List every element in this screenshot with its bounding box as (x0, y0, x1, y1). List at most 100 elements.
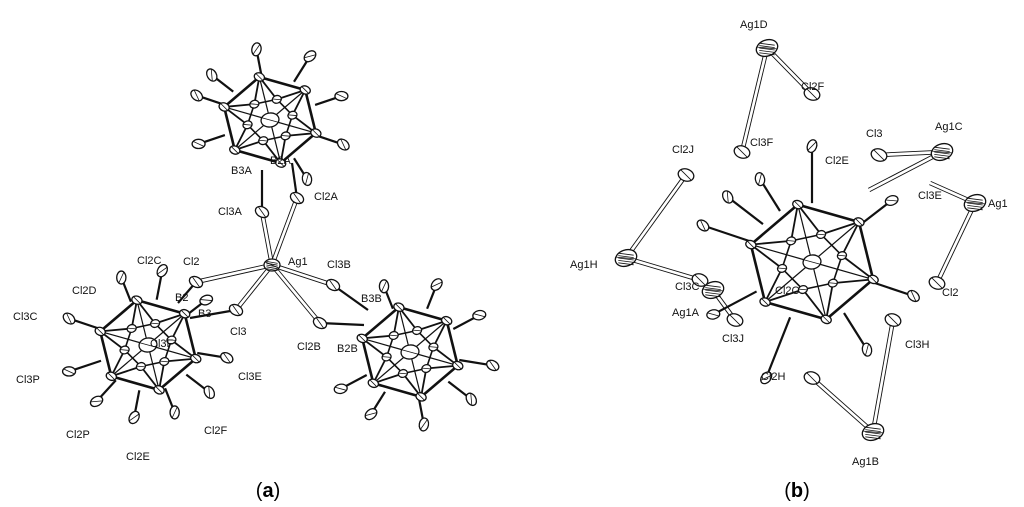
panel-a-molecular-structure: Ag1B2AB3ACl3ACl2ACl2Cl3Cl3BCl2BB3BB2BB2B… (13, 42, 500, 502)
ellipsoid-principal-axis (272, 98, 281, 101)
ellipsoid-principal-axis (305, 173, 309, 185)
cage-b-cage-edge (825, 282, 834, 320)
ellipsoid-principal-axis (258, 206, 266, 218)
ellipsoid-principal-axis (807, 141, 817, 151)
atom-label-cl2e: Cl2E (825, 155, 849, 167)
ellipsoid-hatch (759, 42, 775, 46)
cage-right-cage-edge (445, 320, 460, 366)
ellipsoid-principal-axis (281, 135, 290, 137)
cage-b-cage-edge (820, 221, 860, 236)
ellipsoid-principal-axis (293, 192, 301, 204)
ellipsoid-principal-axis (316, 317, 324, 329)
ellipsoid-hatch (967, 205, 983, 208)
ellipsoid-principal-axis (412, 329, 422, 332)
ellipsoid-hatch (934, 146, 950, 150)
ellipsoid-hatch (934, 154, 950, 157)
ellipsoid-principal-axis (806, 372, 818, 384)
cage-b-cage-edge (764, 261, 813, 303)
ellipsoid-principal-axis (210, 69, 213, 81)
cage-b-substituent-bond (765, 316, 792, 379)
ag-cl-bond (867, 150, 942, 189)
ellipsoid-principal-axis (422, 367, 431, 370)
ellipsoid-hatch (705, 292, 721, 295)
atom-label-cl3: Cl3 (230, 326, 247, 338)
ellipsoid-principal-axis (828, 282, 838, 284)
cage-right-cage-edge (372, 356, 388, 384)
cage-left-cage-edge (158, 357, 197, 391)
cl-b-bond (189, 308, 237, 320)
atom-label-ag1: Ag1 (988, 198, 1008, 210)
atom-label-cl3e: Cl3E (918, 190, 942, 202)
cage-left-cage-edge (110, 349, 126, 377)
ellipsoid-principal-axis (90, 400, 103, 403)
ellipsoid-principal-axis (869, 275, 877, 283)
ellipsoid-principal-axis (335, 93, 347, 99)
atom-label-cl2a: Cl2A (314, 191, 339, 203)
cage-b-cage-edge (797, 203, 860, 224)
cage-top-cage-edge (222, 106, 237, 151)
ellipsoid-principal-axis (680, 169, 692, 181)
cage-b-cage-edge (825, 278, 874, 321)
ag-cl-bond (270, 265, 319, 325)
atom-label-b2a: B2A (270, 155, 291, 167)
cage-b-cage-edge (764, 288, 804, 303)
ag-cl-bond (767, 46, 814, 94)
cage-b-cage-edge (797, 204, 813, 263)
ellipsoid-principal-axis (798, 288, 808, 291)
ellipsoid-principal-axis (340, 139, 347, 151)
cage-top-cage-edge (223, 75, 261, 108)
cage-b-cage-edge (750, 239, 792, 246)
ellipsoid-hatch (759, 52, 775, 56)
atom-label-ag1: Ag1 (288, 256, 308, 268)
ellipsoid-principal-axis (616, 256, 636, 260)
ag-cl-bond (196, 266, 273, 285)
panel-b-molecular-structure: Ag1DCl2FCl3FCl2JCl3Ag1CCl2ECl3EAg1Ag1HCl… (570, 19, 1008, 502)
ellipsoid-principal-axis (777, 267, 787, 270)
cage-left-cage-edge (158, 361, 166, 391)
atom-label-cl2h: Cl2H (761, 371, 786, 383)
ellipsoid-principal-axis (193, 89, 200, 101)
ag-cl-bond (234, 263, 271, 310)
cage-right-cage-edge (392, 306, 400, 336)
cage-b-substituent-bond (712, 290, 758, 316)
ellipsoid-hatch (759, 50, 775, 53)
atom-label-cl3a: Cl3A (218, 206, 243, 218)
ag-cl-bond (627, 175, 688, 260)
atom-label-cl2d: Cl2D (72, 285, 97, 297)
ellipsoid-principal-axis (431, 281, 443, 288)
ellipsoid-principal-axis (873, 149, 885, 161)
ellipsoid-principal-axis (223, 352, 231, 363)
cage-left-cage-edge (110, 375, 160, 392)
atom-label-cl2: Cl2 (942, 287, 959, 299)
ellipsoid-principal-axis (454, 362, 462, 370)
atom-label-b3a: B3A (231, 165, 252, 177)
ellipsoid-principal-axis (402, 349, 418, 355)
ellipsoid-principal-axis (160, 360, 169, 363)
ellipsoid-principal-axis (140, 342, 156, 348)
ellipsoid-principal-axis (747, 241, 755, 249)
cage-left-cage-edge (98, 331, 113, 377)
ag-cl-bond (934, 202, 974, 283)
ellipsoid-principal-axis (301, 86, 309, 94)
cage-b-cage-edge (764, 267, 783, 303)
ellipsoid-principal-axis (255, 73, 263, 81)
ellipsoid-principal-axis (473, 313, 486, 318)
ellipsoid-principal-axis (252, 44, 261, 55)
ellipsoid-principal-axis (192, 276, 200, 288)
ellipsoid-principal-axis (470, 393, 473, 406)
ellipsoid-principal-axis (231, 146, 239, 154)
ellipsoid-hatch (618, 262, 634, 266)
panel-b-bonds (624, 46, 978, 434)
atom-label-b3: B3 (198, 308, 211, 320)
atom-label-cl3f: Cl3F (150, 338, 174, 350)
ellipsoid-hatch (705, 294, 721, 298)
ellipsoid-principal-axis (794, 200, 802, 209)
ellipsoid-principal-axis (760, 375, 772, 381)
ellipsoid-principal-axis (334, 386, 347, 391)
ellipsoid-principal-axis (417, 393, 425, 401)
ag-cl-bond (273, 198, 300, 266)
ellipsoid-principal-axis (703, 288, 723, 292)
ellipsoid-principal-axis (66, 313, 72, 325)
ellipsoid-principal-axis (786, 240, 796, 242)
